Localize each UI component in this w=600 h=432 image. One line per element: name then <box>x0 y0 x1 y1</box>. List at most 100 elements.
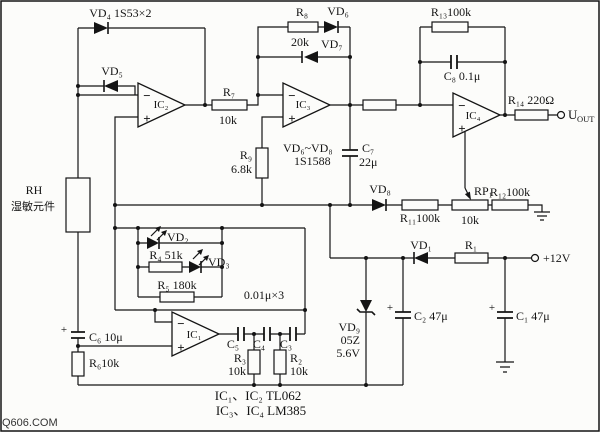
ic3-inverting-sign: − <box>288 88 295 103</box>
rp1-potentiometer: RP₁ 10k <box>451 184 493 227</box>
supply-terminal: +12V <box>530 251 571 265</box>
ic4-opamp-symbol <box>452 91 502 139</box>
c5-label: C₅ <box>227 337 239 351</box>
vd7-diode: VD₇ <box>301 37 343 63</box>
vd678-part-label: 1S1588 <box>294 154 331 168</box>
ground-icon <box>534 211 550 221</box>
ic3-label: IC₃ <box>296 99 311 111</box>
ic4-opamp: − + IC₄ <box>452 91 502 139</box>
ic4-noninverting-sign: + <box>458 121 465 136</box>
c2-polarity-sign: + <box>387 302 393 314</box>
ic1-input-wire <box>78 310 172 347</box>
r1-label: R₁ <box>465 238 477 252</box>
rh-label: RH <box>26 183 43 197</box>
vd678-range-label: VD₆~VD₈ <box>283 141 333 155</box>
ic1-opamp-symbol <box>171 310 221 358</box>
c4-label: C₄ <box>253 337 265 351</box>
c6-label: C₆ 10μ <box>89 330 123 344</box>
r3-value: 10k <box>228 364 246 378</box>
uout-subscript: OUT <box>577 114 595 124</box>
part-note-line1: IC₁、IC₂ TL062 <box>215 388 301 403</box>
r3-label: R₃ <box>234 351 246 365</box>
capacitor-trio-note: 0.01μ×3 <box>244 288 284 302</box>
ic1-opamp: − + IC₁ <box>171 310 221 358</box>
rh-sensor-body <box>65 177 91 233</box>
ic2-inverting-sign: − <box>143 88 150 103</box>
ic4-label: IC₄ <box>466 110 481 122</box>
ground-icon <box>496 361 514 373</box>
vd9-part-label: 05Z <box>341 333 360 347</box>
series-resistor-unlabeled <box>362 99 397 111</box>
c6-capacitor: + C₆ 10μ <box>61 324 123 344</box>
rp1-wiper-arrow <box>464 191 471 200</box>
ic1-label: IC₁ <box>187 329 202 341</box>
junction-dots <box>76 55 507 387</box>
vd7-label: VD₇ <box>321 37 343 51</box>
r9-value: 6.8k <box>231 162 252 176</box>
r2-resistor: R₂ 10k <box>273 349 308 378</box>
c1-label: C₁ 47μ <box>516 309 550 323</box>
r7-value: 10k <box>219 113 237 127</box>
vd8-diode: VD₈ <box>369 182 391 211</box>
r3-resistor: R₃ 10k <box>228 349 261 378</box>
c1-capacitor: + C₁ 47μ <box>489 302 550 323</box>
r8-label: R₈ <box>296 5 308 19</box>
ic2-opamp: − + IC₂ <box>137 81 187 129</box>
c2-label: C₂ 47μ <box>414 309 448 323</box>
uout-label: U <box>568 107 578 122</box>
r9-resistor: R₉ 6.8k <box>231 147 269 179</box>
r8-resistor: R₈ 20k <box>287 5 319 49</box>
ic2-opamp-symbol <box>137 81 187 129</box>
vd2-label: VD₂ <box>167 230 189 244</box>
vd6-label: VD₆ <box>327 4 349 18</box>
r14-label: R₁₄ 220Ω <box>508 93 554 107</box>
oscillator-inner-wire <box>137 228 223 298</box>
r2-label: R₂ <box>290 351 302 365</box>
c6-polarity-sign: + <box>61 324 67 336</box>
wires <box>77 26 558 386</box>
vd9-zener-diode: VD₉ 05Z 5.6V <box>336 300 376 360</box>
r12-resistor: R₁₂100k <box>490 185 530 211</box>
c5-capacitor: C₅ <box>227 327 245 351</box>
c3-capacitor: C₃ <box>280 327 297 351</box>
vd2-led: VD₂ <box>147 226 189 249</box>
ic3-opamp: − + IC₃ <box>282 81 332 129</box>
ic3-opamp-symbol <box>282 81 332 129</box>
ic1-inverting-sign: − <box>177 316 184 331</box>
ic2-feedback-wire <box>78 27 206 105</box>
ic4-feedback-wire <box>330 26 506 115</box>
supply-label: +12V <box>543 251 571 265</box>
vd5-diode: VD₅ <box>101 64 123 92</box>
ic3-feedback-wire <box>257 26 351 105</box>
vd1-diode: VD₁ <box>410 238 432 264</box>
vd6-diode: VD₆ <box>324 4 349 33</box>
vd5-branch-wire <box>78 85 138 96</box>
rh-type-label: 湿敏元件 <box>11 199 55 213</box>
oscillator-frame-wire <box>114 116 306 334</box>
r11-label: R₁₁100k <box>400 211 440 225</box>
vd3-led: VD₃ <box>189 249 230 273</box>
vd9-label: VD₉ <box>338 320 360 334</box>
r8-value: 20k <box>291 35 309 49</box>
ic4-inverting-sign: − <box>458 98 465 113</box>
r6-label: R₆10k <box>89 356 119 370</box>
c2-capacitor: + C₂ 47μ <box>387 302 448 323</box>
diode-note: VD₆~VD₈ 1S1588 <box>283 141 333 168</box>
c3-label: C₃ <box>280 337 292 351</box>
ic2-output-wire <box>185 94 283 106</box>
rh-sensor: RH 湿敏元件 <box>11 177 91 233</box>
rp1-value: 10k <box>461 213 479 227</box>
ic2-noninverting-sign: + <box>143 111 150 126</box>
c1-polarity-sign: + <box>489 302 495 314</box>
mid-bus-wire <box>115 204 543 212</box>
r9-label: R₉ <box>240 148 252 162</box>
c7-capacitor: C₇ 22μ <box>342 141 377 169</box>
rp1-label: RP₁ <box>474 184 493 198</box>
r13-label: R₁₃100k <box>431 5 471 19</box>
r1-resistor: R₁ <box>454 238 489 264</box>
vd1-label: VD₁ <box>410 238 432 252</box>
r5-label: R₅ 180k <box>157 278 196 292</box>
vd4-label: VD₄ <box>89 6 111 20</box>
